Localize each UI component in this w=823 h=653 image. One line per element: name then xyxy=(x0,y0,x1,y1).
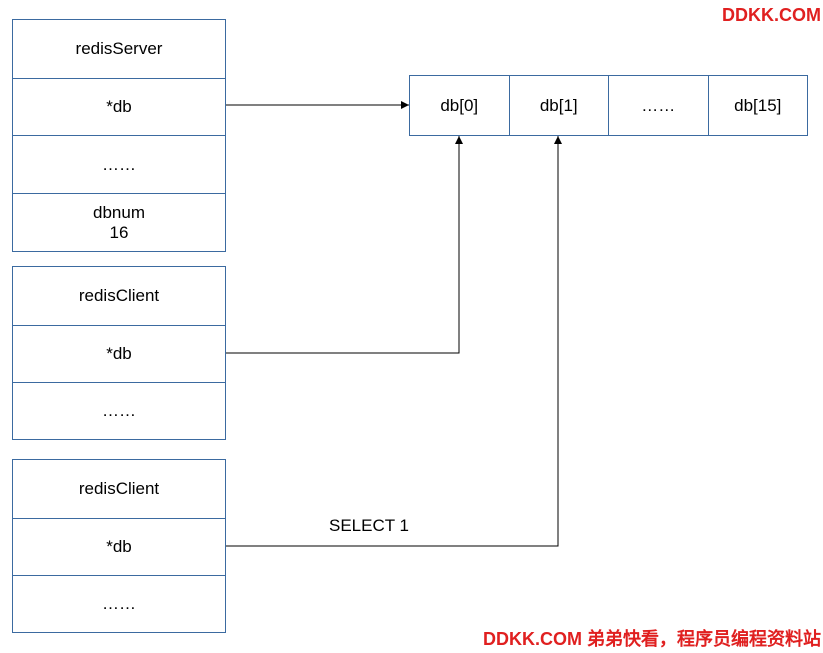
dbnum-value: 16 xyxy=(109,222,129,242)
db-array: db[0] db[1] …… db[15] xyxy=(409,75,808,136)
redis-client-2-struct: redisClient *db …… xyxy=(12,459,226,633)
redis-client-1-title: redisClient xyxy=(78,286,160,305)
client1-db-pointer-arrow xyxy=(226,136,463,354)
db-array-cell-15: db[15] xyxy=(707,76,808,135)
redis-client-1-struct: redisClient *db …… xyxy=(12,266,226,440)
redis-client-2-db-field: *db xyxy=(13,518,225,575)
dbnum-label: dbnum xyxy=(93,202,145,222)
redis-server-title: redisServer xyxy=(75,39,163,58)
redis-server-db-field: *db xyxy=(13,78,225,135)
redis-client-1-db-field: *db xyxy=(13,325,225,382)
redis-client-1-ellipsis: …… xyxy=(13,382,225,439)
redis-client-2-ellipsis: …… xyxy=(13,575,225,632)
client2-db-pointer-arrow xyxy=(226,136,562,547)
watermark-top: DDKK.COM xyxy=(722,5,821,25)
redis-server-ellipsis: …… xyxy=(13,135,225,193)
watermark-bottom: DDKK.COM 弟弟快看，程序员编程资料站 xyxy=(483,629,821,649)
db-array-cell-0: db[0] xyxy=(440,95,479,115)
select-command-label: SELECT 1 xyxy=(329,516,410,535)
db-array-cell-1: db[1] xyxy=(508,76,609,135)
db-array-cell-ellipsis: …… xyxy=(608,76,708,135)
redis-server-struct: redisServer *db …… dbnum 16 xyxy=(12,19,226,252)
redis-client-2-title: redisClient xyxy=(78,479,160,498)
redis-server-dbnum-field: dbnum 16 xyxy=(13,193,225,251)
